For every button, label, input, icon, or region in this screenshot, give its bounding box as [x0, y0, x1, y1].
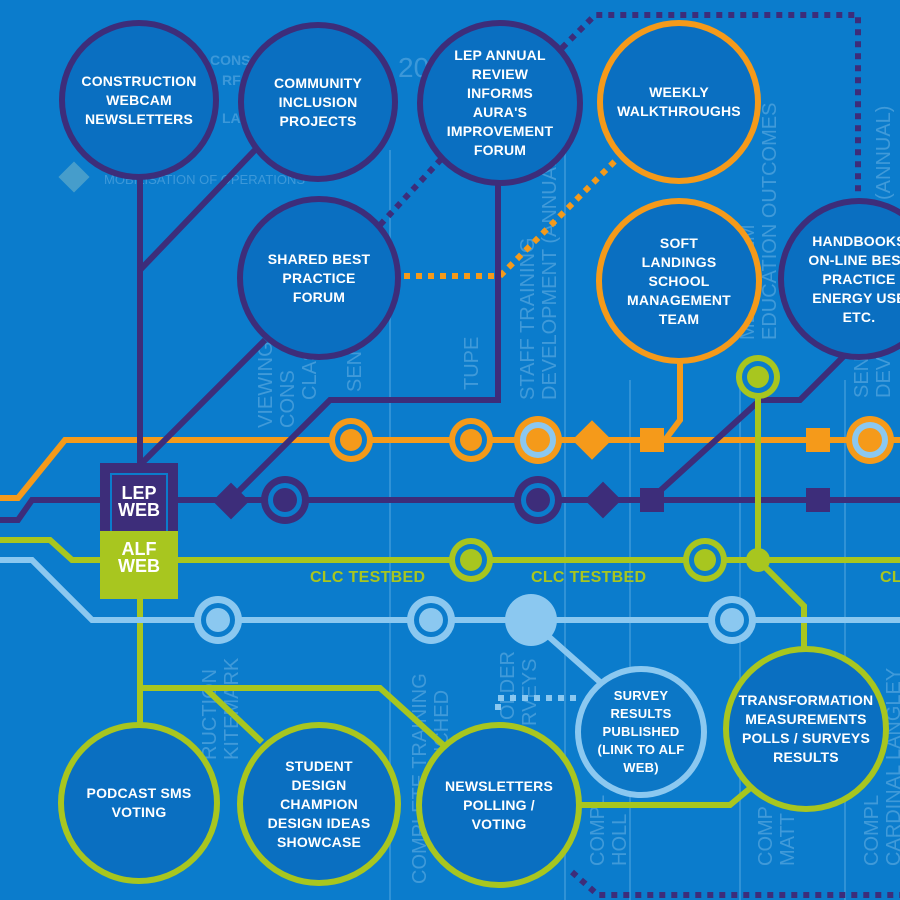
faded-text-la: LA [222, 110, 241, 126]
station-purple [514, 476, 562, 524]
node-label: LEP ANNUAL REVIEW INFORMS AURA'S IMPROVE… [446, 47, 554, 158]
station-orange-blue [514, 416, 562, 464]
purple-branch [227, 150, 501, 503]
diamond-marker [572, 420, 612, 460]
station-green [449, 538, 493, 582]
node-lep-annual-review[interactable]: LEP ANNUAL REVIEW INFORMS AURA'S IMPROVE… [417, 20, 583, 186]
node-construction-webcam[interactable]: CONSTRUCTION WEBCAM NEWSLETTERS [59, 20, 219, 180]
square-marker [640, 428, 664, 452]
purple-branch [647, 337, 863, 503]
node-label: SURVEY RESULTS PUBLISHED (LINK TO ALF WE… [597, 688, 685, 775]
green-branch [202, 685, 265, 745]
diamond-marker [212, 482, 250, 520]
square-marker [806, 428, 830, 452]
purple-line [0, 497, 900, 523]
station-lightblue [194, 596, 242, 644]
station-orange [329, 418, 373, 462]
node-podcast-sms[interactable]: PODCAST SMS VOTING [58, 722, 220, 884]
diamond-marker [584, 481, 622, 519]
green-branch [140, 685, 463, 763]
square-marker [640, 488, 664, 512]
node-newsletters-polling[interactable]: NEWSLETTERS POLLING / VOTING [416, 722, 582, 888]
testbed-label: CL [880, 569, 900, 586]
node-student-design[interactable]: STUDENT DESIGN CHAMPION DESIGN IDEAS SHO… [237, 722, 401, 886]
node-label: HANDBOOKS ON-LINE BEST PRACTICE ENERGY U… [808, 232, 900, 325]
node-label: CONSTRUCTION WEBCAM NEWSLETTERS [81, 72, 197, 127]
station-orange [846, 416, 894, 464]
faded-text-cons: CONS [210, 52, 251, 68]
node-label: SHARED BEST PRACTICE FORUM [267, 250, 371, 305]
dotted-connector [542, 12, 861, 195]
node-label: COMMUNITY INCLUSION PROJECTS [273, 74, 363, 129]
node-label: SOFT LANDINGS SCHOOL MANAGEMENT TEAM [627, 234, 731, 327]
orange-branch [662, 360, 683, 442]
node-weekly-walkthroughs[interactable]: WEEKLY WALKTHROUGHS [597, 20, 761, 184]
station-orange [449, 418, 493, 462]
station-purple [261, 476, 309, 524]
square-marker [806, 488, 830, 512]
node-label: NEWSLETTERS POLLING / VOTING [445, 777, 553, 832]
purple-branch [137, 337, 268, 468]
node-label: WEEKLY WALKTHROUGHS [617, 84, 741, 119]
station-lightblue [708, 596, 756, 644]
node-label: STUDENT DESIGN CHAMPION DESIGN IDEAS SHO… [267, 757, 371, 850]
green-branch [755, 398, 807, 650]
node-survey-results[interactable]: SURVEY RESULTS PUBLISHED (LINK TO ALF WE… [575, 666, 707, 798]
purple-branch [137, 147, 258, 273]
testbed-label: CLC TESTBED [310, 569, 426, 586]
station-green [736, 355, 780, 399]
station-lightblue [407, 596, 455, 644]
node-soft-landings[interactable]: SOFT LANDINGS SCHOOL MANAGEMENT TEAM [596, 198, 762, 364]
node-label: TRANSFORMATION MEASUREMENTS POLLS / SURV… [738, 692, 874, 765]
node-handbooks[interactable]: HANDBOOKS ON-LINE BEST PRACTICE ENERGY U… [778, 198, 900, 360]
testbed-label: CLC TESTBED [531, 569, 647, 586]
lightblue-line [0, 557, 900, 623]
faded-text-rf: RF [222, 72, 241, 88]
node-community-inclusion[interactable]: COMMUNITY INCLUSION PROJECTS [238, 22, 398, 182]
dotted-connector [495, 695, 576, 716]
station-green [683, 538, 727, 582]
node-shared-best-practice[interactable]: SHARED BEST PRACTICE FORUM [237, 196, 401, 360]
node-transformation[interactable]: TRANSFORMATION MEASUREMENTS POLLS / SURV… [723, 646, 889, 812]
dotted-connector [377, 152, 448, 228]
junction-dot [746, 548, 770, 572]
node-label: PODCAST SMS VOTING [86, 785, 192, 820]
station-lightblue-large [505, 594, 557, 646]
